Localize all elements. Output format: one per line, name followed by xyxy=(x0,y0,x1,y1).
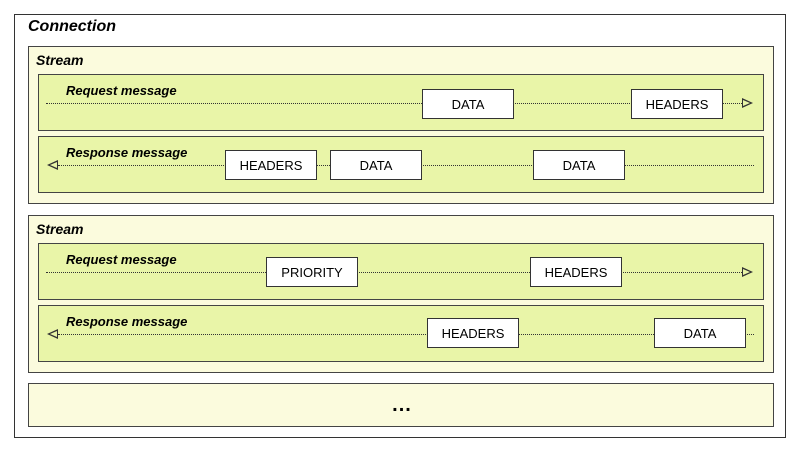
arrow-right-icon xyxy=(742,267,753,277)
frame-headers: HEADERS xyxy=(225,150,317,180)
more-streams-ellipsis: ... xyxy=(392,394,412,416)
connection-title: Connection xyxy=(28,18,116,35)
arrow-right-icon xyxy=(742,98,753,108)
stream-2-response-flow-line xyxy=(58,334,754,335)
stream-2-request-title: Request message xyxy=(66,252,177,267)
arrow-left-icon xyxy=(47,160,58,170)
frame-priority: PRIORITY xyxy=(266,257,358,287)
more-streams-box: ... xyxy=(28,383,774,427)
frame-data: DATA xyxy=(533,150,625,180)
stream-2-request-message xyxy=(38,243,764,300)
stream-1-title: Stream xyxy=(36,52,84,68)
stream-1-request-title: Request message xyxy=(66,83,177,98)
stream-2-response-title: Response message xyxy=(66,314,188,329)
frame-headers: HEADERS xyxy=(631,89,723,119)
frame-headers: HEADERS xyxy=(530,257,622,287)
arrow-left-icon xyxy=(47,329,58,339)
stream-2-response-message xyxy=(38,305,764,362)
stream-1-response-title: Response message xyxy=(66,145,188,160)
frame-headers: HEADERS xyxy=(427,318,519,348)
frame-data: DATA xyxy=(654,318,746,348)
stream-2-title: Stream xyxy=(36,221,84,237)
frame-data: DATA xyxy=(422,89,514,119)
stream-2-request-flow-line xyxy=(46,272,742,273)
stream-1-request-flow-line xyxy=(46,103,742,104)
frame-data: DATA xyxy=(330,150,422,180)
